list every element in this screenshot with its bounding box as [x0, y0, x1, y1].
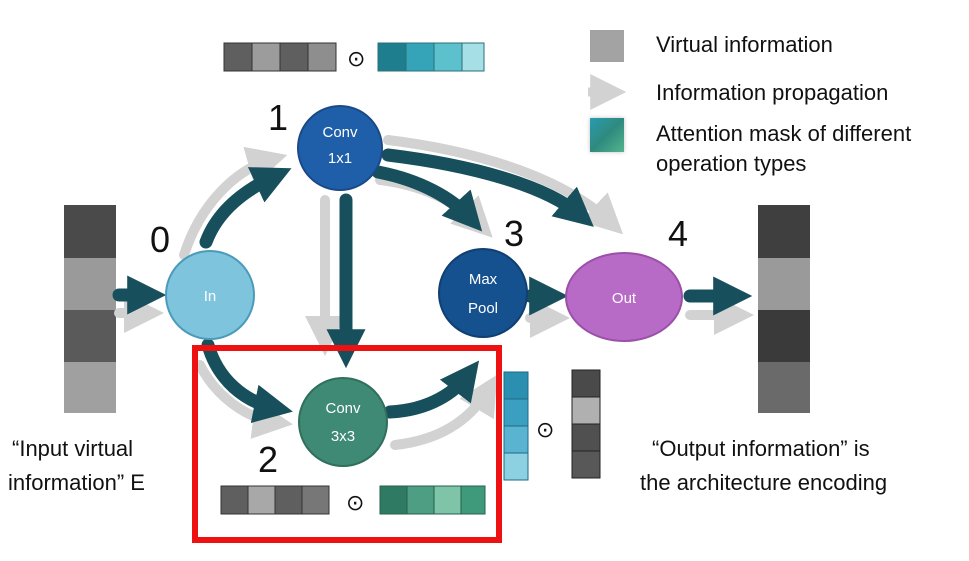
node-maxpool — [438, 248, 528, 338]
legend-virtual-info-swatch — [590, 30, 624, 62]
legend-attention-mask-swatch — [590, 118, 624, 152]
flow-arrow-conv3x3-maxpool — [383, 360, 480, 419]
node-conv1x1-label-line1: Conv — [322, 124, 358, 141]
node-maxpool-label-line2: Pool — [468, 300, 498, 317]
conv1x1-virtual-vector — [223, 42, 337, 72]
input-virtual-vector — [64, 205, 116, 413]
input-caption-line2: information” E — [8, 470, 145, 495]
conv1x1-attention-mask — [377, 42, 485, 72]
node-in-label: In — [204, 288, 217, 305]
flow-arrow-in-conv1x1 — [199, 167, 292, 249]
flow-arrow-conv1x1-out — [381, 148, 594, 227]
propagation-arrow-conv3x3-maxpool — [390, 374, 498, 450]
output-caption-line1: “Output information” is — [652, 436, 870, 461]
flow-arrow-in-conv3x3 — [201, 338, 293, 424]
node-conv1x1-label-line2: 1x1 — [328, 150, 352, 167]
hadamard-operator-maxpool: ⊙ — [536, 418, 554, 443]
maxpool-virtual-vector — [571, 369, 601, 479]
node-in — [165, 250, 255, 340]
node-conv3x3 — [298, 377, 388, 467]
node-out — [565, 252, 683, 342]
legend-attention-mask-label-line1: Attention mask of different — [656, 121, 911, 146]
step-number-4: 4 — [668, 213, 688, 254]
legend-propagation-label: Information propagation — [656, 80, 888, 105]
input-caption-line1: “Input virtual — [12, 436, 133, 461]
step-number-0: 0 — [150, 219, 170, 260]
flow-arrow-conv1x1-maxpool — [371, 165, 483, 232]
node-conv3x3-label-line2: 3x3 — [331, 428, 355, 445]
hadamard-operator-conv3x3: ⊙ — [346, 491, 364, 516]
legend-attention-mask-label-line2: operation types — [656, 151, 806, 176]
propagation-arrow-in-conv1x1 — [179, 146, 288, 260]
node-conv3x3-label-line1: Conv — [325, 400, 361, 417]
conv3x3-attention-mask — [379, 485, 486, 515]
step-number-3: 3 — [504, 213, 524, 254]
node-conv1x1 — [297, 105, 383, 191]
node-maxpool-label-line1: Max — [469, 271, 498, 288]
step-number-2: 2 — [258, 439, 278, 480]
conv3x3-virtual-vector — [220, 485, 330, 515]
output-caption-line2: the architecture encoding — [640, 470, 887, 495]
node-out-label: Out — [612, 290, 637, 307]
step-number-1: 1 — [268, 97, 288, 138]
output-information-vector — [758, 205, 810, 413]
maxpool-attention-mask — [503, 371, 529, 481]
legend-virtual-info-label: Virtual information — [656, 32, 833, 57]
hadamard-operator-top: ⊙ — [347, 47, 365, 72]
conv3x3-highlight-box — [192, 345, 502, 543]
